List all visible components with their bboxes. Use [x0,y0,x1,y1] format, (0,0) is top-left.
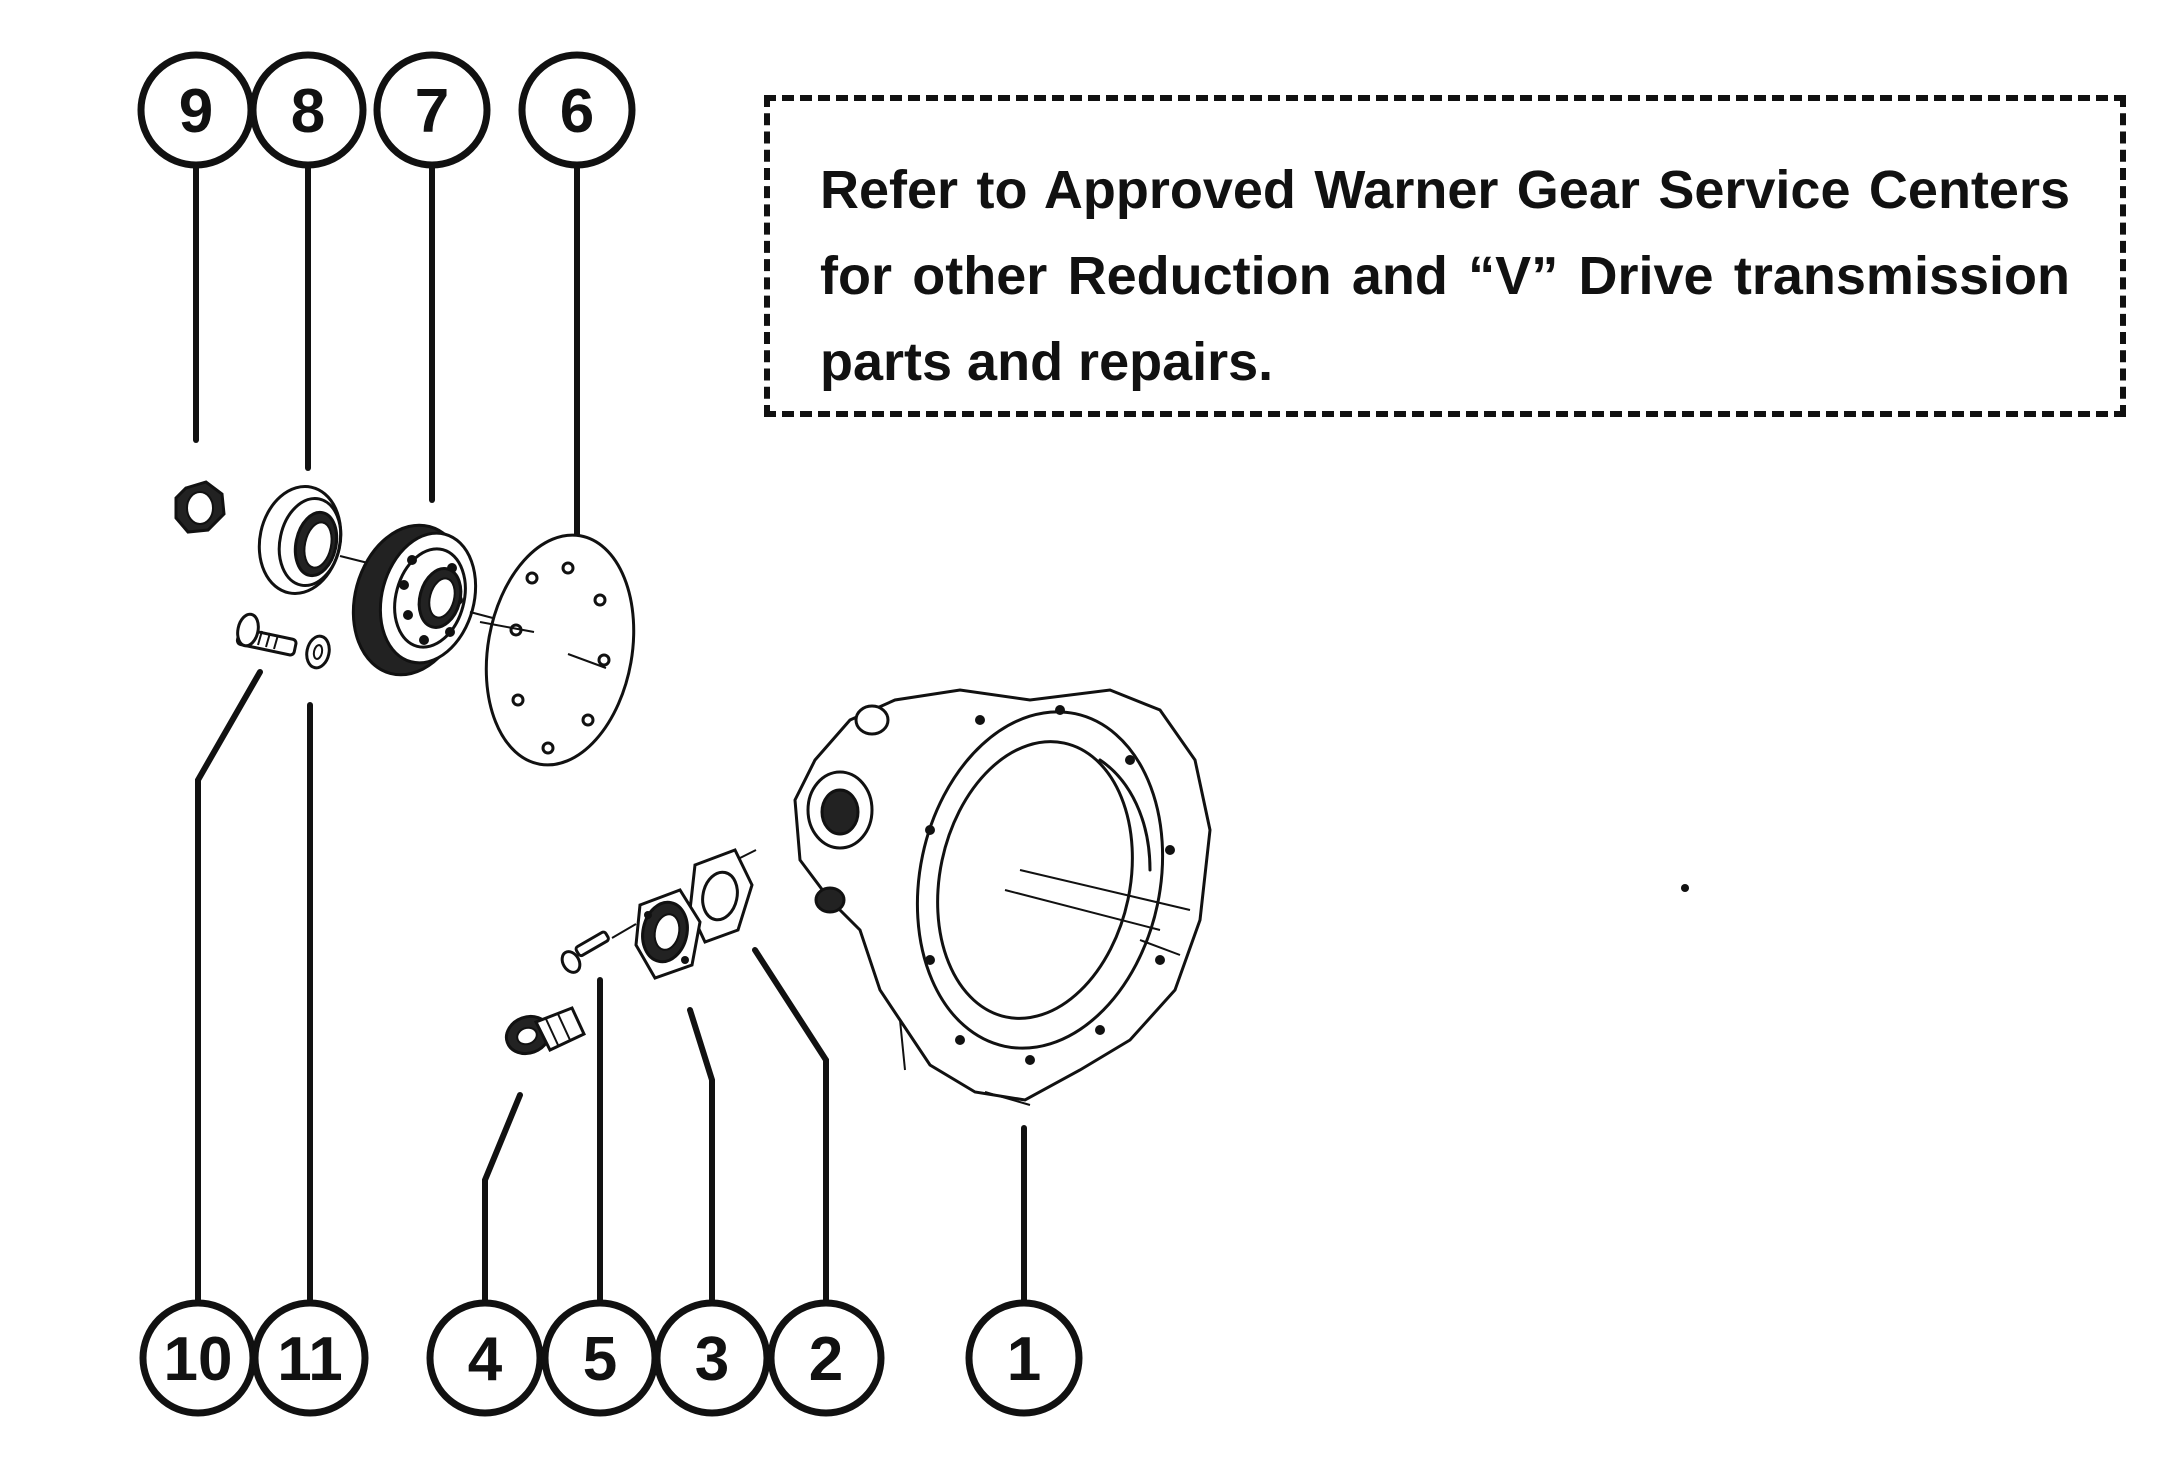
part-1-housing-icon [793,688,1212,1106]
callout-2: 2 [752,947,885,1417]
part-6-gasket-icon [479,533,636,767]
callout-8: 8 [249,51,367,471]
part-10-bolt-icon [235,612,298,657]
part-11-washer-icon [305,634,331,670]
callout-11: 11 [251,702,369,1417]
callout-3: 3 [653,1007,771,1417]
callout-8-label: 8 [291,77,325,146]
part-4-plug-icon [504,1006,586,1056]
service-note-text: Refer to Approved Warner Gear Service Ce… [820,160,2070,392]
callout-9-label: 9 [179,77,213,146]
callout-7: 7 [373,51,491,503]
callout-4: 4 [426,1092,544,1417]
callout-10: 10 [139,669,263,1417]
callout-6: 6 [518,51,636,538]
service-note-box: Refer to Approved Warner Gear Service Ce… [764,95,2126,417]
part-9-nut-icon [174,480,226,534]
callout-2-label: 2 [809,1325,843,1394]
callout-4-label: 4 [468,1325,503,1394]
callout-11-label: 11 [277,1325,343,1394]
callout-7-label: 7 [415,77,449,146]
callout-1-label: 1 [1007,1325,1041,1394]
callout-10-label: 10 [164,1325,233,1394]
callout-1: 1 [965,1125,1083,1417]
part-7-bearing-icon [351,523,509,677]
callout-9: 9 [137,51,255,443]
callout-5-label: 5 [583,1325,617,1394]
speck-mark [1681,884,1689,892]
part-5-bolt-icon [560,923,637,974]
part-3-retainer-icon [634,888,702,980]
callout-6-label: 6 [560,77,594,146]
callout-3-label: 3 [695,1325,729,1394]
part-8-seal-icon [257,485,381,595]
